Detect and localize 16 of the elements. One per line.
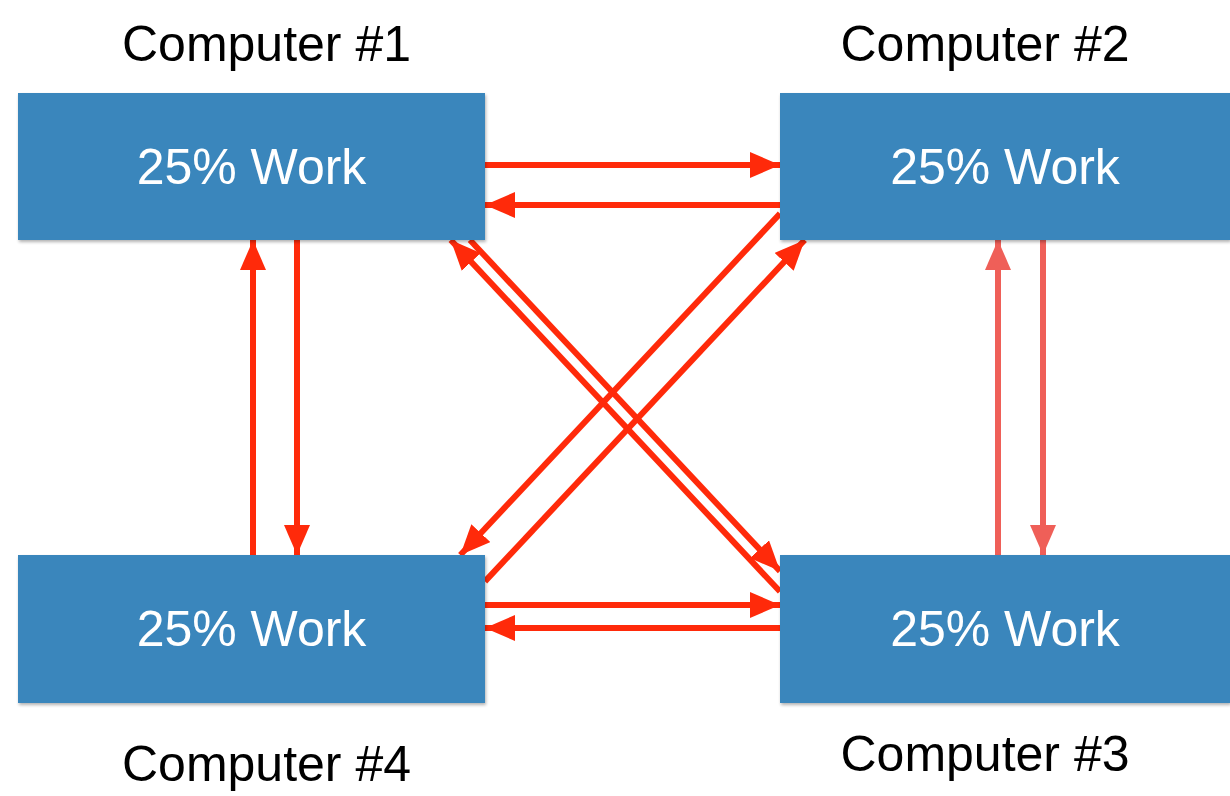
- work-box: 25% Work: [780, 93, 1230, 240]
- arrow: [284, 240, 310, 555]
- arrow: [485, 192, 780, 218]
- arrow: [485, 615, 780, 641]
- work-box: 25% Work: [18, 555, 485, 703]
- arrow: [240, 240, 266, 555]
- arrow: [485, 152, 780, 178]
- computer-label: Computer #1: [120, 15, 412, 73]
- arrow: [985, 240, 1011, 555]
- arrow: [1030, 240, 1056, 555]
- computer-label: Computer #3: [839, 725, 1131, 783]
- arrow: [485, 592, 780, 618]
- work-box: 25% Work: [780, 555, 1230, 703]
- computer-label: Computer #2: [839, 15, 1131, 73]
- computer-label: Computer #4: [120, 735, 412, 793]
- work-box: 25% Work: [18, 93, 485, 240]
